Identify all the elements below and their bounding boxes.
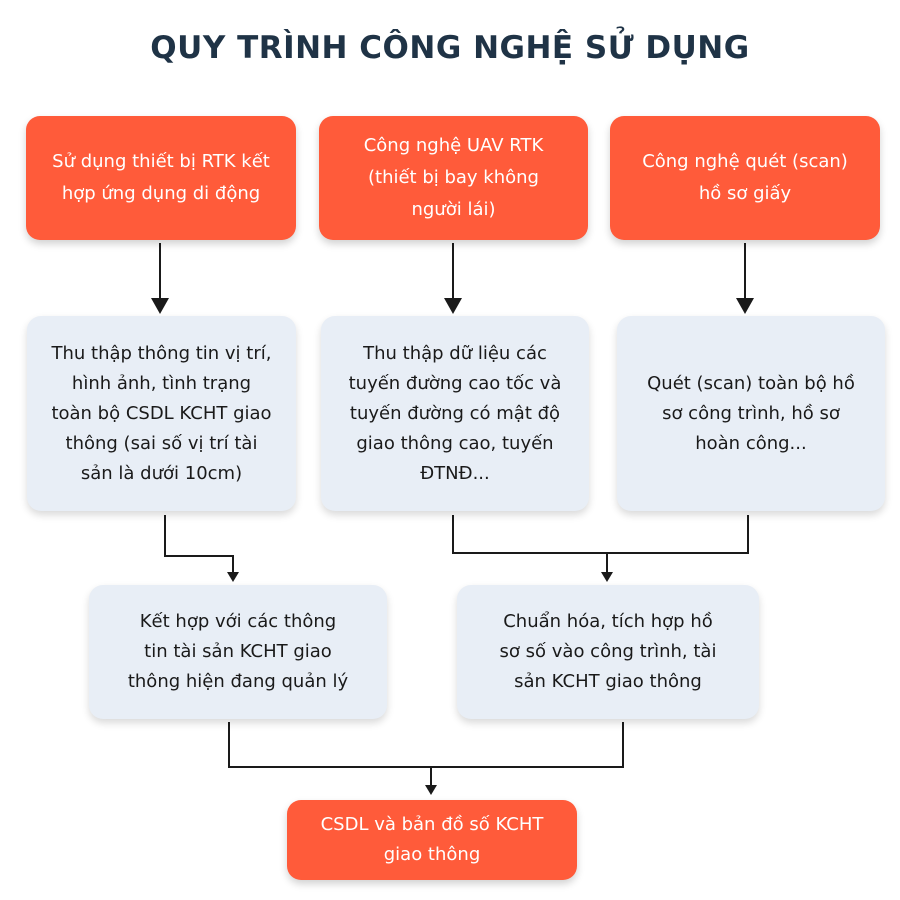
merge-standardize: Chuẩn hóa, tích hợp hồ sơ số vào công tr…	[457, 585, 759, 719]
step-collect-highway-data-label: Thu thập dữ liệu các tuyến đường cao tốc…	[348, 342, 562, 484]
source-uav-rtk-label: Công nghệ UAV RTK (thiết bị bay không ng…	[363, 135, 544, 220]
arrowhead-5	[601, 572, 613, 582]
connector-step-1-to-merge-1	[164, 515, 234, 574]
source-rtk-mobile: Sử dụng thiết bị RTK kết hợp ứng dụng di…	[26, 116, 296, 240]
connector-merges-to-result	[228, 722, 624, 768]
step-collect-highway-data: Thu thập dữ liệu các tuyến đường cao tốc…	[321, 316, 589, 511]
result-database-map: CSDL và bản đồ số KCHT giao thông	[287, 800, 577, 880]
arrowhead-4	[227, 572, 239, 582]
source-scan-label: Công nghệ quét (scan) hồ sơ giấy	[642, 151, 848, 204]
merge-standardize-label: Chuẩn hóa, tích hợp hồ sơ số vào công tr…	[499, 611, 717, 692]
connector-step-2-3-to-merge-2	[452, 515, 749, 554]
source-scan: Công nghệ quét (scan) hồ sơ giấy	[610, 116, 880, 240]
page-title: QUY TRÌNH CÔNG NGHỆ SỬ DỤNG	[150, 30, 750, 66]
arrowhead-2	[444, 298, 462, 314]
source-uav-rtk: Công nghệ UAV RTK (thiết bị bay không ng…	[319, 116, 588, 240]
step-scan-records: Quét (scan) toàn bộ hồ sơ công trình, hồ…	[617, 316, 885, 511]
merge-combine-assets-label: Kết hợp với các thông tin tài sản KCHT g…	[127, 611, 349, 692]
arrowhead-1	[151, 298, 169, 314]
step-collect-location-label: Thu thập thông tin vị trí, hình ảnh, tìn…	[51, 342, 272, 484]
arrowhead-6	[425, 785, 437, 795]
merge-combine-assets: Kết hợp với các thông tin tài sản KCHT g…	[89, 585, 387, 719]
result-database-map-label: CSDL và bản đồ số KCHT giao thông	[320, 814, 544, 865]
source-rtk-mobile-label: Sử dụng thiết bị RTK kết hợp ứng dụng di…	[52, 151, 270, 204]
arrowhead-3	[736, 298, 754, 314]
step-collect-location: Thu thập thông tin vị trí, hình ảnh, tìn…	[27, 316, 296, 511]
step-scan-records-label: Quét (scan) toàn bộ hồ sơ công trình, hồ…	[647, 372, 855, 454]
